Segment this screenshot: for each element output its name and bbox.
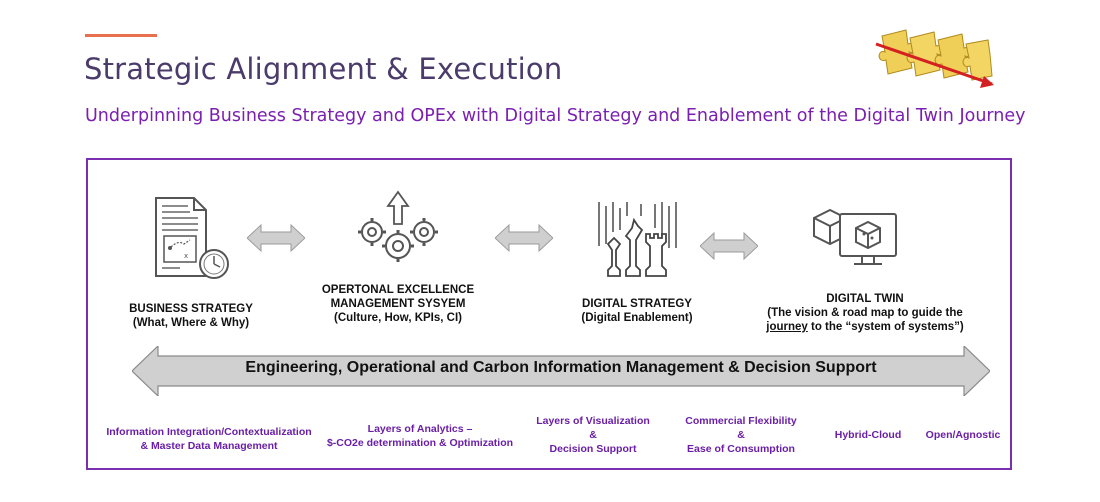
double-arrow-1 (247, 224, 305, 252)
capability-line: Information Integration/Contextualizatio… (106, 426, 312, 438)
pillar-label-line: (Culture, How, KPIs, CI) (334, 312, 462, 324)
pillar-label-line: (The vision & road map to guide the (767, 307, 963, 319)
capability-hybrid-cloud: Hybrid-Cloud (828, 428, 908, 442)
pillar-label-line: journey to the “system of systems”) (750, 320, 980, 334)
capability-line: $-CO2e determination & Optimization (326, 437, 514, 449)
capability-commercial-flexibility: Commercial Flexibility & Ease of Consump… (676, 414, 806, 456)
capability-line: Hybrid-Cloud (834, 429, 902, 441)
page-subtitle: Underpinning Business Strategy and OPEx … (85, 106, 1026, 126)
svg-text:x: x (184, 252, 188, 260)
pillar-label-line: DIGITAL TWIN (826, 293, 904, 305)
capability-line: Ease of Consumption (687, 443, 795, 455)
gears-arrow-up-icon (358, 190, 438, 262)
digital-twin-cubes-monitor-icon (813, 208, 897, 265)
puzzle-pieces-logo (875, 29, 994, 88)
pillar-label-line-rest: to the “system of systems”) (811, 321, 964, 333)
capability-line: & Master Data Management (140, 440, 278, 452)
band-label: Engineering, Operational and Carbon Info… (245, 359, 877, 376)
capability-line: & (737, 429, 745, 441)
capability-open-agnostic: Open/Agnostic (918, 428, 1008, 442)
pillar-label-line: MANAGEMENT SYSYEM (330, 298, 466, 310)
chess-pieces-data-icon (598, 202, 677, 277)
information-management-band-arrow (132, 346, 990, 396)
pillar-label-line: BUSINESS STRATEGY (129, 303, 253, 315)
business-strategy-document-icon: x (155, 197, 229, 279)
pillar-label-line: DIGITAL STRATEGY (582, 298, 692, 310)
underlined-word-journey: journey (766, 321, 808, 333)
pillar-label-digital-twin: DIGITAL TWIN (The vision & road map to g… (750, 292, 980, 334)
puzzle-piece-2 (906, 31, 944, 77)
title-accent-line (85, 34, 157, 37)
red-arrow (875, 42, 994, 88)
pillar-label-line: (What, Where & Why) (132, 317, 250, 329)
capability-line: Open/Agnostic (925, 429, 1001, 441)
pillar-label-digital-strategy: DIGITAL STRATEGY (Digital Enablement) (562, 297, 712, 325)
diagram-frame (86, 158, 1012, 470)
capability-layers-of-analytics: Layers of Analytics – $-CO2e determinati… (318, 422, 522, 450)
capability-information-integration: Information Integration/Contextualizatio… (96, 425, 322, 453)
capability-line: Layers of Visualization (536, 415, 650, 427)
page-title: Strategic Alignment & Execution (84, 52, 563, 86)
pillar-label-line: (Digital Enablement) (581, 312, 693, 324)
capability-line: & (589, 429, 597, 441)
pillar-label-line: OPERTONAL EXCELLENCE (321, 284, 475, 296)
double-arrow-3 (700, 232, 758, 260)
capability-line: Layers of Analytics – (367, 423, 473, 435)
double-arrow-2 (495, 224, 553, 252)
capability-line: Commercial Flexibility (685, 415, 797, 427)
pillar-label-opex: OPERTONAL EXCELLENCE MANAGEMENT SYSYEM (… (318, 283, 478, 325)
capability-line: Decision Support (549, 443, 637, 455)
pillar-label-business-strategy: BUSINESS STRATEGY (What, Where & Why) (116, 302, 266, 330)
capability-layers-of-visualization: Layers of Visualization & Decision Suppo… (528, 414, 658, 456)
